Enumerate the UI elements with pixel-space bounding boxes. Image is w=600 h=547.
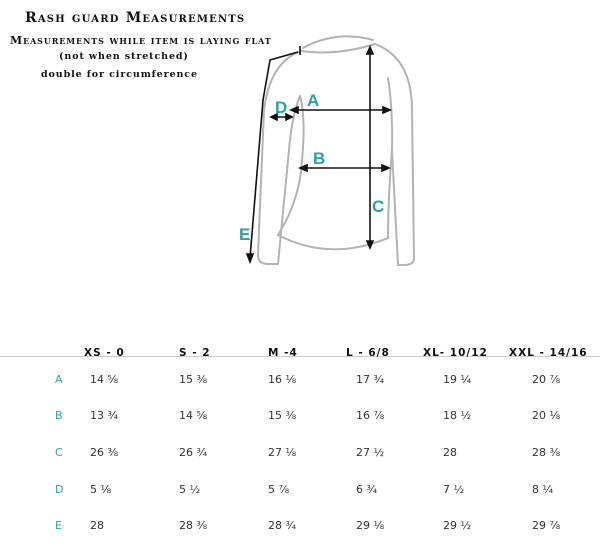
table-cell: 14 ⅝: [179, 409, 208, 422]
subtitle-line-3: double for circumference: [41, 69, 198, 80]
row-label-d: D: [55, 483, 64, 496]
table-cell: 29 ½: [443, 519, 472, 532]
column-header: L - 6/8: [346, 347, 390, 359]
table-cell: 29 ⅛: [356, 519, 385, 532]
table-cell: 13 ¾: [90, 409, 119, 422]
column-header: S - 2: [179, 347, 211, 359]
diagram-label-c: C: [372, 197, 384, 216]
table-cell: 5 ⅛: [90, 483, 112, 496]
table-cell: 17 ¾: [356, 373, 385, 386]
table-cell: 14 ⅝: [90, 373, 119, 386]
table-divider: [0, 356, 600, 357]
table-cell: 27 ½: [356, 446, 385, 459]
table-cell: 8 ¼: [532, 483, 554, 496]
table-cell: 28: [90, 519, 104, 532]
diagram-label-b: B: [313, 149, 325, 168]
shirt-outline: [257, 35, 415, 266]
subtitle-line-2: (not when stretched): [59, 51, 189, 62]
table-cell: 5 ⅞: [268, 483, 290, 496]
table-cell: 28 ⅜: [179, 519, 208, 532]
row-label-a: A: [55, 373, 63, 386]
table-cell: 7 ½: [443, 483, 465, 496]
table-cell: 20 ⅛: [532, 409, 561, 422]
table-cell: 5 ½: [179, 483, 201, 496]
table-cell: 28 ¾: [268, 519, 297, 532]
diagram-label-e: E: [239, 225, 250, 244]
subtitle-line-1: Measurements while item is laying flat: [10, 34, 272, 47]
diagram-label-d: D: [275, 98, 287, 117]
table-cell: 26 ¾: [179, 446, 208, 459]
table-cell: 18 ½: [443, 409, 472, 422]
table-cell: 16 ⅛: [268, 373, 297, 386]
table-cell: 19 ¼: [443, 373, 472, 386]
measure-labels: A B C D E: [239, 91, 384, 244]
column-header: XL- 10/12: [423, 347, 488, 359]
rash-guard-diagram: A B C D E: [239, 35, 415, 266]
measure-arrows: [245, 44, 393, 265]
table-cell: 28 ⅜: [532, 446, 561, 459]
diagram-label-a: A: [307, 91, 319, 110]
row-label-b: B: [55, 409, 63, 422]
row-label-c: C: [55, 446, 63, 459]
table-cell: 27 ⅛: [268, 446, 297, 459]
column-header: XXL - 14/16: [509, 347, 588, 359]
table-cell: 28: [443, 446, 457, 459]
table-cell: 15 ⅜: [179, 373, 208, 386]
row-label-e: E: [55, 519, 62, 532]
table-cell: 16 ⅞: [356, 409, 385, 422]
table-cell: 15 ⅜: [268, 409, 297, 422]
table-cell: 29 ⅞: [532, 519, 561, 532]
column-header: M -4: [268, 347, 298, 359]
table-cell: 26 ⅜: [90, 446, 119, 459]
column-header: XS - 0: [84, 347, 125, 359]
table-cell: 20 ⅞: [532, 373, 561, 386]
table-cell: 6 ¾: [356, 483, 378, 496]
page-title: Rash guard Measurements: [25, 10, 246, 26]
